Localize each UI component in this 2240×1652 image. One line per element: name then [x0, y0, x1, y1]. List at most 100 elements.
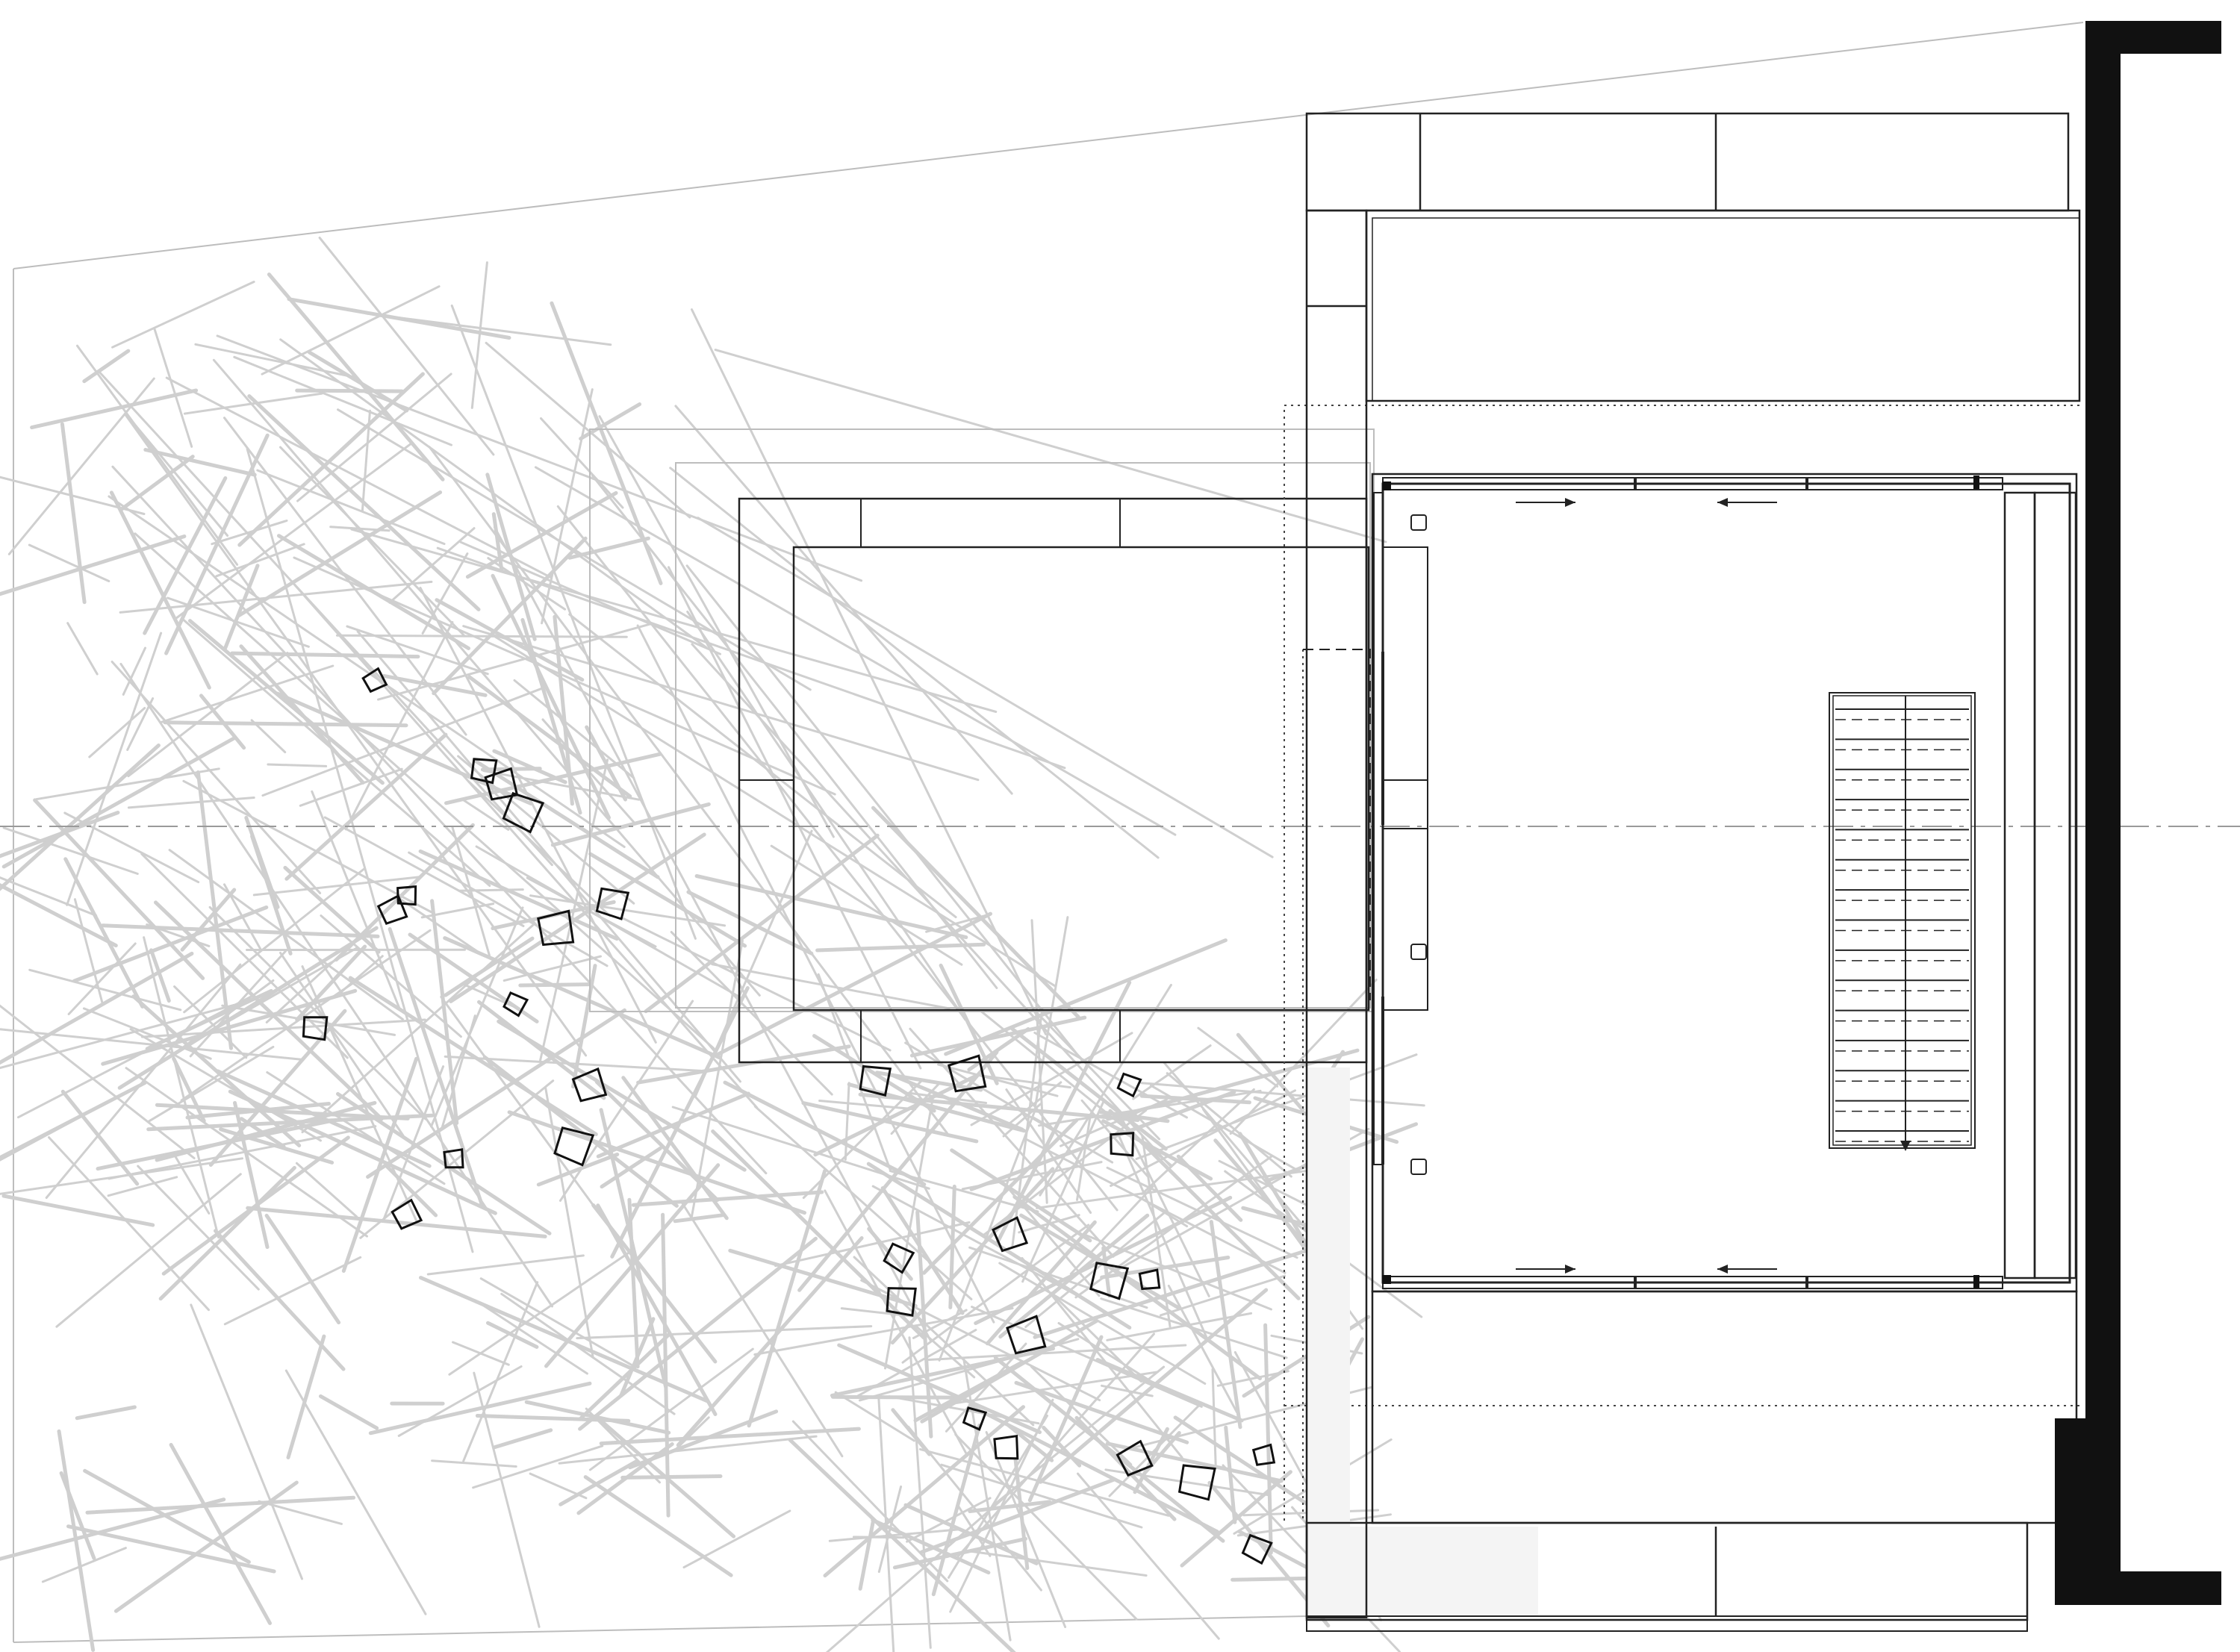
debris-line — [871, 1518, 991, 1575]
debris-line — [382, 1065, 445, 1221]
debris-line — [256, 469, 446, 546]
debris-line — [261, 285, 441, 375]
debris-line — [148, 1045, 275, 1123]
debris-line — [534, 466, 1177, 836]
debris-line — [888, 1395, 1040, 1425]
stepping-stone — [376, 894, 408, 926]
debris-line — [1057, 1322, 1161, 1388]
stepping-stone — [302, 1016, 329, 1041]
debris-line — [161, 1135, 350, 1276]
debris-line — [111, 661, 322, 894]
debris-line — [216, 334, 863, 582]
debris-line — [337, 408, 812, 691]
debris-line — [284, 732, 448, 881]
debris-line — [279, 446, 465, 637]
stepping-stone — [443, 1148, 464, 1169]
debris-line — [1106, 1312, 1253, 1341]
debris-line — [673, 1213, 725, 1224]
debris-line — [60, 422, 87, 605]
debris-line — [28, 968, 182, 1012]
arrow-right-icon — [1516, 1265, 1575, 1274]
debris-line — [155, 1100, 377, 1162]
debris-line — [686, 611, 967, 1021]
debris-line — [341, 1056, 419, 1273]
debris-line — [267, 272, 445, 481]
stepping-stone — [470, 758, 498, 785]
debris-line — [1141, 1088, 1255, 1195]
debris-line — [686, 890, 814, 956]
debris-line — [137, 1165, 260, 1291]
debris-line — [770, 844, 963, 966]
debris-line — [164, 433, 270, 655]
debris-line — [385, 1164, 438, 1218]
shaded-ground — [1307, 1067, 1350, 1530]
debris-line — [364, 312, 612, 346]
debris-line — [588, 1347, 754, 1471]
debris-line — [622, 917, 892, 1052]
debris-line — [182, 779, 433, 914]
debris-line — [937, 1063, 1059, 1097]
debris-line — [610, 986, 750, 1259]
debris-line — [1031, 1115, 1114, 1164]
debris-line — [83, 1468, 251, 1564]
debris-line — [250, 834, 293, 956]
stepping-stone — [553, 1126, 595, 1167]
debris-line — [673, 1416, 710, 1451]
debris-line — [1159, 1274, 1286, 1317]
debris-line — [844, 1082, 850, 1161]
debris-line — [470, 261, 488, 409]
east-retaining-wall — [2055, 21, 2221, 1605]
debris-line — [1030, 1365, 1133, 1466]
debris-line — [526, 876, 657, 948]
debris-line — [492, 749, 567, 785]
debris-line — [631, 1190, 824, 1207]
debris-line — [246, 448, 474, 1253]
arrow-left-icon — [1717, 1265, 1777, 1274]
debris-line — [119, 580, 433, 614]
debris-line — [1105, 1441, 1284, 1483]
stepping-stone — [1116, 1072, 1142, 1098]
debris-line — [801, 1101, 979, 1144]
stepping-stone — [1241, 1533, 1273, 1565]
debris-line — [258, 1500, 343, 1525]
debris-line — [267, 763, 328, 767]
debris-line — [34, 767, 220, 801]
debris-line — [834, 1391, 915, 1442]
debris-line — [60, 1089, 140, 1186]
stepping-stone — [1138, 1268, 1161, 1291]
debris-line — [261, 687, 544, 797]
overhead-projection — [1284, 405, 2083, 1521]
debris-line — [223, 1256, 362, 1326]
debris-line — [430, 906, 524, 1128]
debris-line — [1, 735, 237, 869]
debris-line — [685, 564, 1083, 1062]
debris-line — [318, 237, 495, 456]
debris-line — [540, 417, 624, 509]
debris-line — [474, 759, 660, 879]
debris-line — [266, 1071, 446, 1185]
shaded-ground-south — [1307, 1527, 1538, 1616]
stepping-stone — [992, 1216, 1029, 1253]
debris-line — [823, 1405, 1025, 1578]
debris-line — [948, 1184, 956, 1309]
debris-line — [230, 651, 420, 659]
debris-line — [430, 899, 459, 1125]
debris-line — [682, 1509, 791, 1569]
debris-line — [550, 301, 663, 585]
debris-line — [465, 490, 618, 579]
debris-line — [67, 942, 137, 1015]
debris-line — [482, 770, 641, 801]
flow-arrows — [1516, 498, 1777, 1274]
debris-line — [107, 1176, 178, 1197]
debris-line — [450, 304, 697, 940]
debris-line — [954, 1433, 1138, 1621]
debris-line — [907, 1091, 988, 1104]
debris-line — [108, 1125, 377, 1180]
debris-line — [284, 1369, 427, 1615]
debris-line — [1012, 1194, 1262, 1380]
debris-line — [728, 1248, 918, 1308]
debris-line — [1034, 1010, 1161, 1141]
debris-line — [918, 1447, 1170, 1517]
debris-line — [1039, 983, 1172, 1197]
